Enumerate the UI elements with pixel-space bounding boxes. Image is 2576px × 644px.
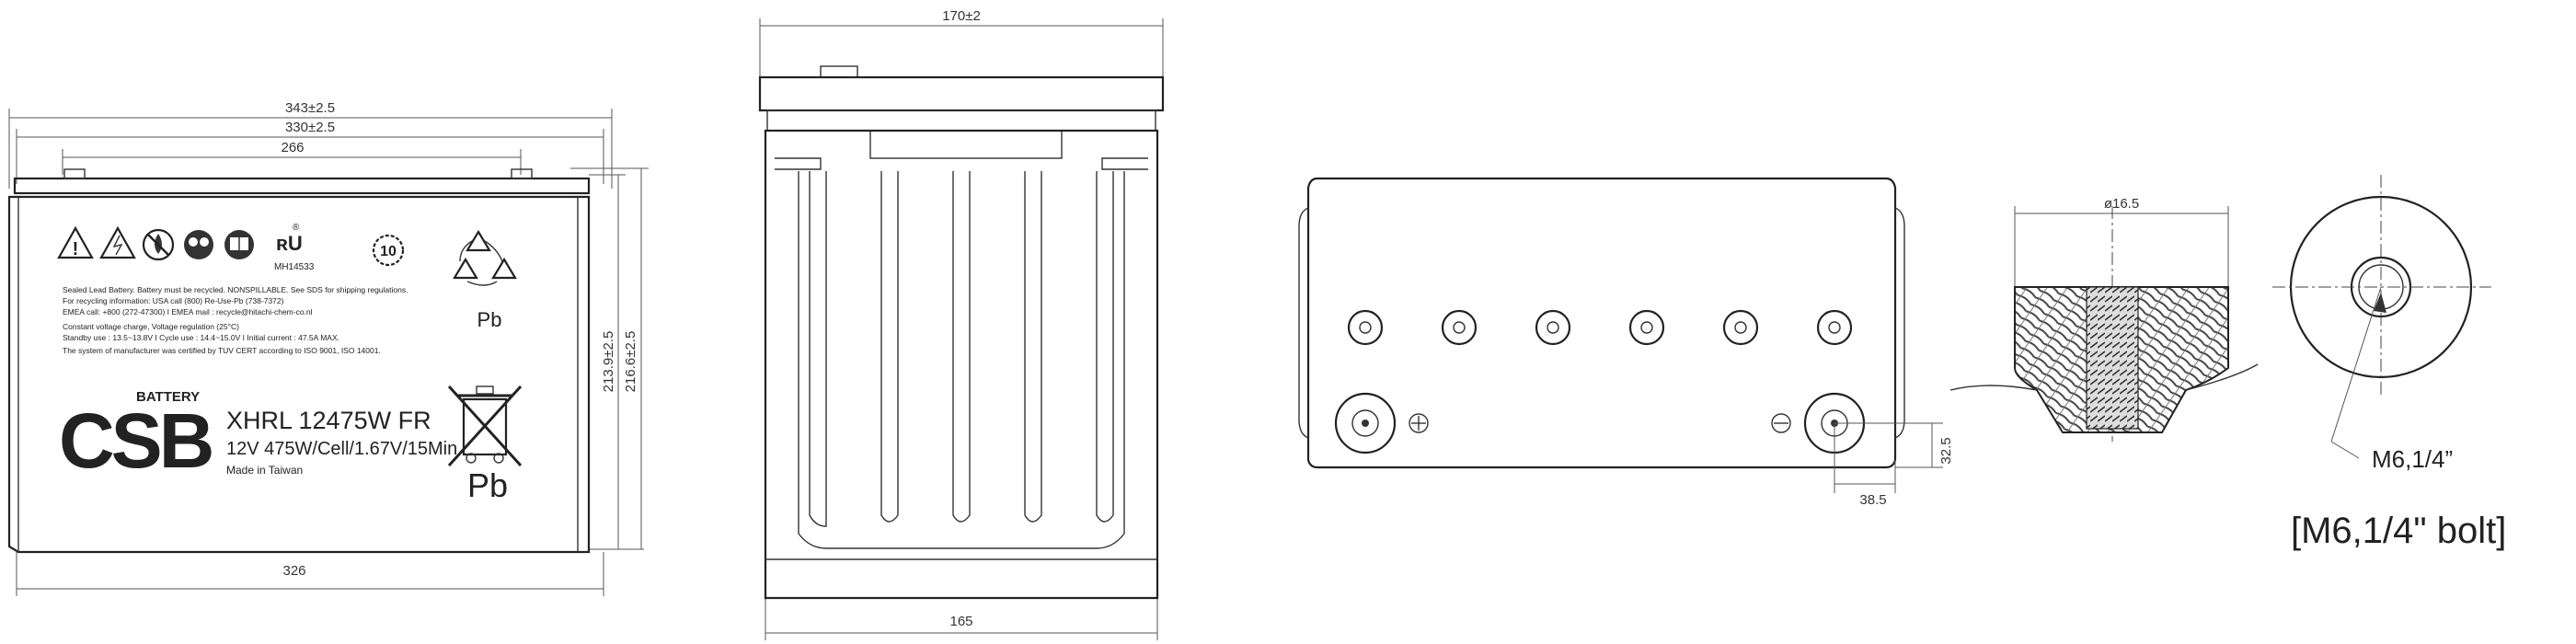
vent-cap-icon — [1628, 309, 1665, 346]
ten-year-icon: 10 — [372, 234, 405, 267]
dim-base-width: 326 — [282, 563, 305, 579]
front-dim-terminal-spacing: 266 — [62, 140, 522, 175]
vent-cap-icon — [1535, 309, 1571, 346]
terminal-diameter: ø16.5 — [2104, 196, 2139, 212]
svg-text:®: ® — [293, 223, 300, 233]
bolt-callout: M6,1/4” — [2372, 445, 2453, 473]
top-dim-offset-y: 32.5 — [1834, 422, 1954, 468]
recycle-icon: Pb — [453, 229, 517, 331]
top-battery-body — [1298, 177, 1905, 469]
vent-caps — [1347, 309, 1853, 346]
dim-terminal-spacing: 266 — [281, 140, 304, 155]
warning-text-block: Sealed Lead Battery. Battery must be rec… — [63, 285, 408, 355]
model-text: XHRL 12475W FR — [226, 407, 431, 434]
warning-line-5: Standby use : 13.5~13.8V I Cycle use : 1… — [63, 333, 339, 342]
hazard-icons: ! ʀU ® — [57, 223, 517, 331]
terminal-top-section: M6,1/4” — [2272, 175, 2491, 473]
read-manual-icon — [224, 230, 254, 259]
dim-offset-y: 32.5 — [1938, 437, 1954, 464]
front-battery-body — [7, 168, 591, 554]
bin-pb-text: Pb — [467, 466, 508, 504]
electric-shock-icon — [99, 225, 136, 259]
warning-icon: ! — [57, 225, 94, 259]
vent-cap-icon — [1441, 309, 1478, 346]
bolt-caption: [M6,1/4" bolt] — [2291, 511, 2506, 551]
warning-line-3: EMEA call: +800 (272-47300) I EMEA mail … — [63, 307, 313, 316]
crossed-bin-icon: Pb — [447, 385, 523, 504]
front-dim-lid-width: 330±2.5 — [16, 120, 604, 184]
front-dim-overall-width: 343±2.5 — [8, 100, 613, 189]
vent-cap-icon — [1816, 309, 1853, 346]
positive-terminal-icon — [1334, 392, 1429, 454]
side-dim-top-width: 170±2 — [759, 8, 1164, 103]
side-dim-bottom-width: 165 — [765, 598, 1158, 640]
vent-cap-icon — [1722, 309, 1759, 346]
terminal-detail: ø16.5 M6,1/4” [M6,1/4" bolt] — [1949, 175, 2506, 551]
dim-overall-width: 343±2.5 — [285, 100, 335, 116]
front-dim-height-lid: 213.9±2.5 — [589, 174, 644, 550]
dim-height-lid: 213.9±2.5 — [601, 331, 616, 393]
svg-text:ʀU: ʀU — [276, 232, 303, 255]
terminal-side-section: ø16.5 — [1949, 196, 2259, 442]
ul-recognized-icon: ʀU ® MH14533 — [274, 223, 315, 272]
brand-battery-text: BATTERY — [136, 389, 200, 405]
recycle-pb-text: Pb — [477, 308, 502, 331]
dim-lid-width: 330±2.5 — [285, 120, 335, 135]
dim-top-width: 170±2 — [942, 8, 981, 24]
csb-logo: BATTERY CSB — [59, 389, 215, 484]
dim-height-total: 216.6±2.5 — [623, 331, 638, 393]
origin-text: Made in Taiwan — [226, 464, 303, 477]
warning-line-2: For recycling information: USA call (800… — [63, 296, 284, 305]
front-view: 343±2.5 330±2.5 266 213.9±2.5 216.6±2.5 — [7, 100, 649, 596]
dim-bottom-width: 165 — [949, 614, 972, 629]
side-ribs — [798, 171, 1125, 549]
vent-cap-icon — [1347, 309, 1384, 346]
svg-text:!: ! — [73, 239, 79, 259]
eye-protection-icon — [184, 230, 213, 259]
top-view: 38.5 32.5 — [1298, 177, 1954, 508]
rating-text: 12V 475W/Cell/1.67V/15Min — [226, 439, 457, 459]
warning-line-1: Sealed Lead Battery. Battery must be rec… — [63, 285, 408, 294]
warning-line-6: The system of manufacturer was certified… — [63, 346, 381, 355]
top-dim-offset-x: 38.5 — [1834, 423, 1896, 508]
side-view: 170±2 165 — [758, 8, 1165, 640]
warning-line-4: Constant voltage charge, Voltage regulat… — [63, 322, 239, 331]
ten-year-text: 10 — [380, 244, 397, 259]
no-flame-icon — [142, 228, 175, 261]
front-dim-base-width: 326 — [16, 552, 604, 596]
side-battery-body — [758, 65, 1165, 600]
cert-mark: MH14533 — [274, 262, 315, 272]
front-dim-height-total: 216.6±2.5 — [570, 167, 649, 549]
brand-logo-text: CSB — [59, 397, 212, 484]
dim-offset-x: 38.5 — [1859, 492, 1886, 508]
